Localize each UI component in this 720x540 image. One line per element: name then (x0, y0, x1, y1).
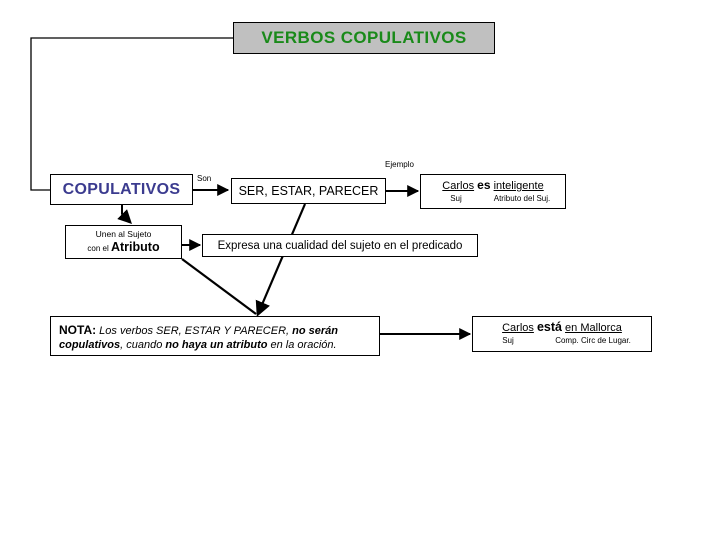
connector-label-son: Son (197, 174, 212, 183)
page-title: VERBOS COPULATIVOS (261, 28, 467, 47)
example-1-subject-label: Suj (450, 194, 462, 203)
node-expresa-cualidad: Expresa una cualidad del sujeto en el pr… (202, 234, 478, 257)
node-nota-lead: NOTA: (59, 323, 97, 337)
example-2-verb: está (536, 320, 562, 334)
example-2-complement: en Mallorca (565, 322, 622, 334)
slide-title-box: VERBOS COPULATIVOS (233, 22, 495, 54)
node-nota-strong2: no haya un atributo (165, 339, 268, 351)
node-expresa-label: Expresa una cualidad del sujeto en el pr… (217, 239, 463, 252)
example-1-verb: es (477, 178, 491, 192)
node-nota-part3: en la oración. (267, 339, 337, 351)
example-2-sentence: Carlos está en Mallorca (473, 320, 651, 334)
node-unen-line1: Unen al Sujeto (95, 229, 152, 239)
example-2-subject-label: Suj (502, 336, 514, 345)
node-verbs: SER, ESTAR, PARECER (231, 178, 386, 204)
example-1-subject: Carlos (442, 180, 475, 192)
example-2-complement-label: Comp. Circ de Lugar. (555, 336, 631, 345)
example-1-attribute-label: Atributo del Suj. (493, 194, 551, 203)
example-box-2: Carlos está en Mallorca Suj Comp. Circ d… (472, 316, 652, 352)
connector-label-ejemplo: Ejemplo (385, 160, 414, 169)
node-unen-line2-strong: Atributo (110, 240, 160, 254)
node-unen-line2-prefix: con el (87, 244, 111, 253)
node-copulativos: COPULATIVOS (50, 174, 193, 205)
node-verbs-label: SER, ESTAR, PARECER (238, 184, 379, 198)
node-nota-part1: Los verbos SER, ESTAR Y PARECER, (96, 325, 293, 337)
node-nota-text: NOTA: Los verbos SER, ESTAR Y PARECER, n… (59, 323, 373, 352)
node-nota-strong1: no serán copulativos (59, 325, 339, 351)
node-copulativos-label: COPULATIVOS (62, 180, 181, 198)
node-nota-part2: , cuando (120, 339, 166, 351)
example-1-sentence: Carlos es inteligente (421, 178, 565, 192)
example-1-attribute: inteligente (493, 180, 544, 192)
node-unen-sujeto-atributo: Unen al Sujeto con el Atributo (65, 225, 182, 259)
example-2-subject: Carlos (502, 322, 534, 334)
example-box-1: Carlos es inteligente Suj Atributo del S… (420, 174, 566, 209)
node-nota: NOTA: Los verbos SER, ESTAR Y PARECER, n… (50, 316, 380, 356)
node-unen-line2: con el Atributo (66, 240, 181, 254)
